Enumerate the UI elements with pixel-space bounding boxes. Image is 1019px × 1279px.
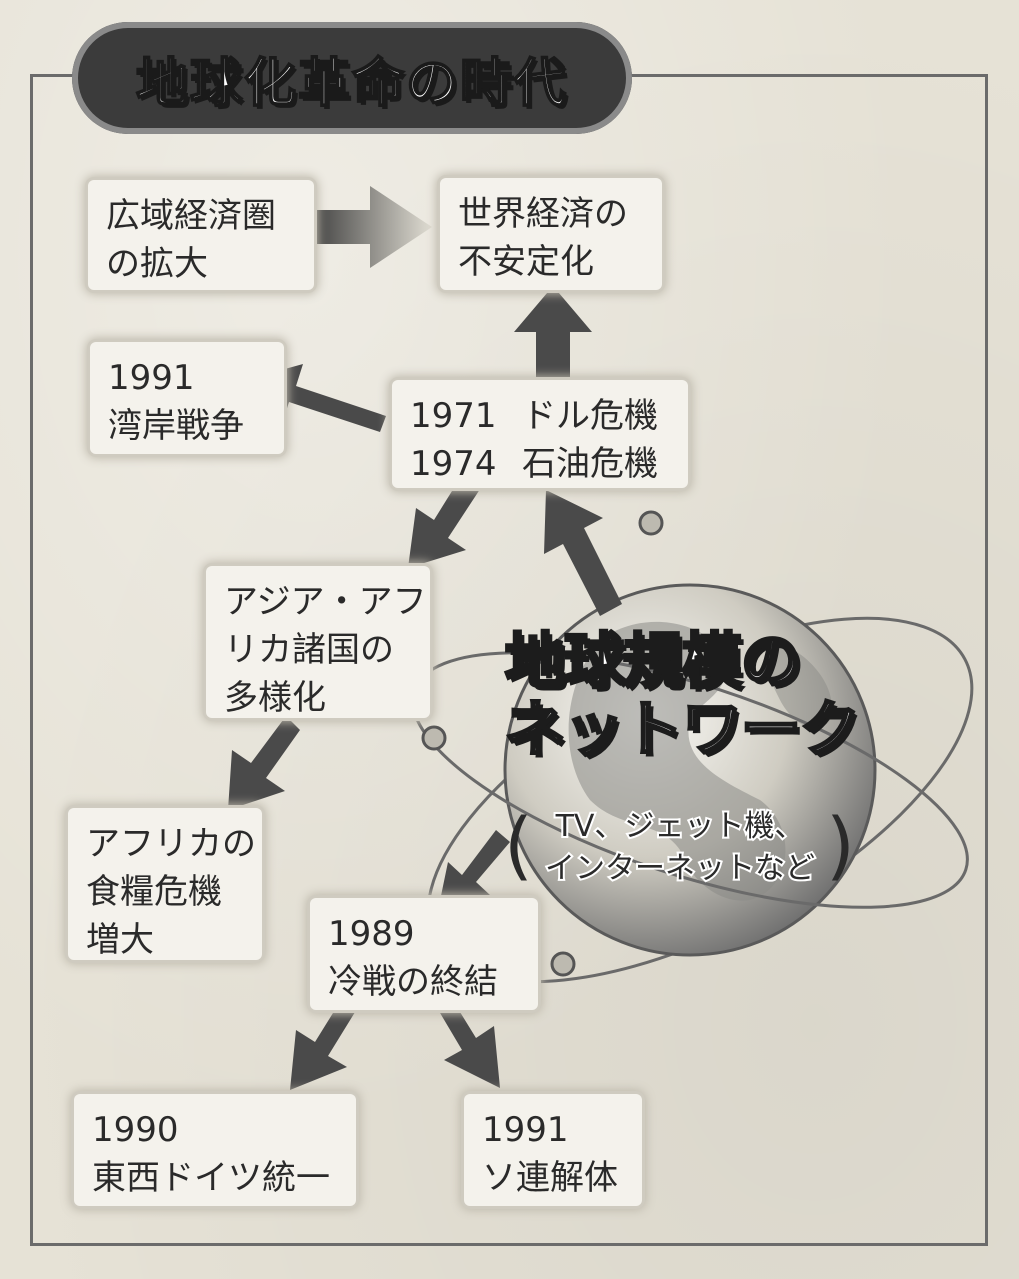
arrow-cold-to-soviet	[430, 986, 500, 1088]
node-line: 食糧危機	[86, 872, 222, 912]
arrow-crisis-to-asia	[408, 462, 486, 568]
node-wide-economic-zone: 広域経済圏 の拡大	[88, 180, 314, 290]
paren-open: (	[504, 803, 533, 889]
orbit-satellite-1	[638, 510, 664, 536]
network-sub-line: TV、ジェット機、	[554, 807, 807, 846]
node-year: 1990	[92, 1110, 179, 1150]
node-crises: 1971 ドル危機 1974 石油危機	[392, 380, 688, 488]
node-year: 1971	[410, 396, 497, 436]
node-line: の拡大	[106, 244, 208, 284]
node-africa-food: アフリカの 食糧危機 増大	[68, 808, 262, 960]
paren-close: )	[826, 803, 855, 889]
network-title-line: ネットワーク	[504, 695, 862, 766]
node-line: 広域経済圏	[106, 196, 276, 236]
node-line: アジア・アフ	[224, 582, 427, 622]
node-year: 1974	[410, 444, 497, 484]
crisis-row: 1974 石油危機	[410, 440, 670, 488]
orbit-satellite-3	[550, 951, 576, 977]
node-line: 増大	[86, 920, 154, 960]
node-germany: 1990 東西ドイツ統一	[74, 1094, 356, 1206]
node-line: 世界経済の	[458, 194, 628, 234]
node-line: ソ連解体	[482, 1158, 618, 1198]
network-subtitle: TV、ジェット機、 インターネットなど	[520, 806, 840, 890]
network-title-line: 地球規模の	[504, 627, 803, 698]
node-gulf-war: 1991 湾岸戦争	[90, 342, 284, 454]
page-title: 地球化革命の時代	[135, 53, 568, 115]
globe-continent-2	[765, 640, 832, 729]
node-line: 東西ドイツ統一	[92, 1158, 330, 1198]
node-line: リカ諸国の	[224, 630, 394, 670]
node-line: 石油危機	[522, 444, 658, 484]
arrow-asia-to-food	[228, 716, 300, 810]
node-cold-war-end: 1989 冷戦の終結	[310, 898, 538, 1010]
node-world-economy: 世界経済の 不安定化	[440, 178, 662, 290]
network-title: 地球規模の ネットワーク	[504, 627, 885, 766]
arrow-globe-to-crisis	[544, 490, 622, 616]
node-line: 不安定化	[458, 242, 594, 282]
node-line: 多様化	[224, 678, 326, 718]
globe-continent	[568, 621, 786, 901]
orbit-satellite-2	[421, 725, 447, 751]
arrow-globe-to-cold	[436, 830, 510, 920]
arrow-world-to-wide	[306, 186, 432, 268]
arrow-crisis-to-world	[514, 286, 592, 378]
arrow-cold-to-germany	[290, 992, 360, 1090]
node-year: 1991	[482, 1110, 569, 1150]
arrow-crisis-to-gulf	[252, 364, 386, 432]
crisis-row: 1971 ドル危機	[410, 392, 670, 440]
node-line: アフリカの	[86, 824, 256, 864]
node-soviet: 1991 ソ連解体	[464, 1094, 642, 1206]
title-banner	[72, 22, 632, 134]
network-sub-line: インターネットなど	[543, 849, 817, 888]
node-year: 1991	[108, 358, 195, 398]
node-year: 1989	[328, 914, 415, 954]
node-line: 冷戦の終結	[328, 962, 498, 1002]
node-line: 湾岸戦争	[108, 406, 244, 446]
node-line: ドル危機	[522, 396, 658, 436]
node-asia-africa: アジア・アフ リカ諸国の 多様化	[206, 566, 430, 718]
